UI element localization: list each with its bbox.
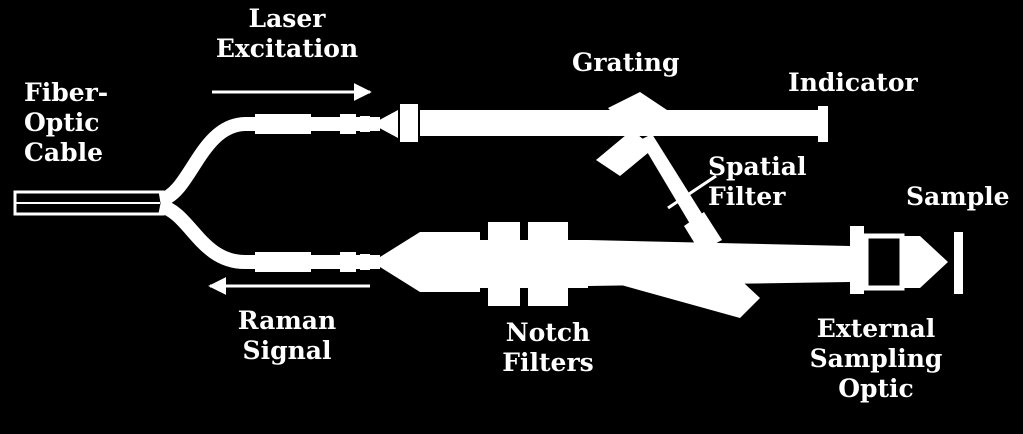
label-grating: Grating — [572, 48, 680, 77]
notch-filters — [478, 222, 588, 306]
label-fiber-optic-cable: Fiber- Optic Cable — [24, 78, 109, 167]
label-indicator: Indicator — [788, 68, 918, 97]
lower-fiber-branch — [157, 199, 380, 269]
label-laser-excitation: Laser Excitation — [215, 4, 359, 63]
upper-fiber-connectors — [255, 114, 370, 134]
excitation-path — [372, 104, 828, 142]
label-raman-signal: Raman Signal — [237, 306, 337, 365]
collection-collimator — [372, 232, 480, 292]
spatial-filter-path — [640, 134, 722, 252]
label-sample: Sample — [906, 182, 1010, 211]
label-notch-filters: Notch Filters — [502, 318, 594, 377]
sample-plate — [954, 232, 963, 294]
label-external-sampling-optic: External Sampling Optic — [809, 314, 943, 403]
external-sampling-optic — [850, 226, 948, 294]
grating — [596, 92, 670, 176]
fiber-trunk — [13, 190, 165, 216]
collection-beam — [560, 240, 850, 318]
label-spatial-filter: Spatial Filter — [708, 152, 807, 211]
lower-fiber-connectors — [255, 252, 370, 272]
upper-fiber-branch — [157, 117, 380, 207]
